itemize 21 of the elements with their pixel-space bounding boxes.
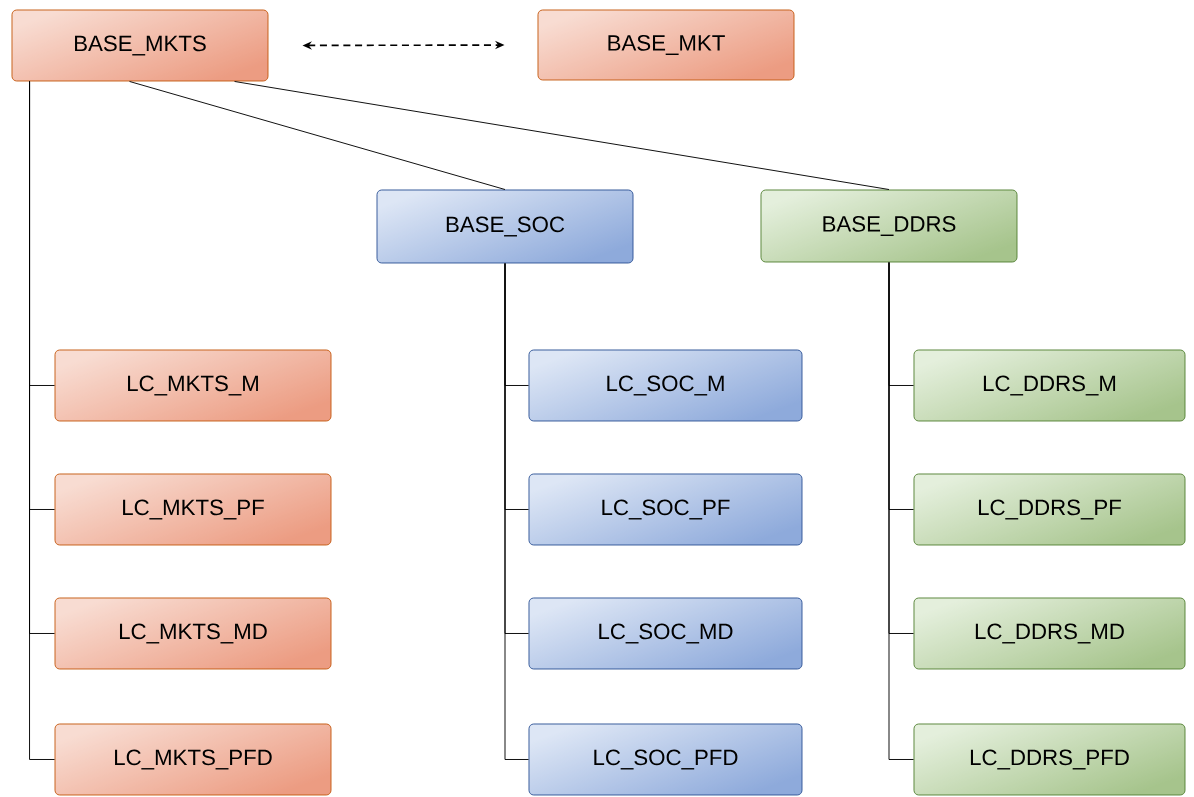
- connector: [129, 81, 506, 190]
- box: LC_MKTS_M: [54, 349, 332, 422]
- box: LC_DDRS_MD: [913, 597, 1186, 670]
- box: LC_DDRS_M: [913, 349, 1186, 422]
- box: LC_SOC_M: [528, 349, 803, 422]
- connector: [504, 263, 529, 760]
- box: LC_MKTS_PFD: [54, 723, 332, 796]
- box: LC_MKTS_PF: [54, 473, 332, 546]
- connector: [234, 81, 890, 190]
- box: BASE_SOC: [376, 189, 634, 264]
- box: LC_SOC_PF: [528, 473, 803, 546]
- box: LC_SOC_MD: [528, 597, 803, 670]
- box: LC_DDRS_PF: [913, 473, 1186, 546]
- box: BASE_DDRS: [760, 189, 1018, 263]
- connector: [888, 262, 914, 760]
- box: BASE_MKTS: [11, 9, 269, 82]
- box: LC_MKTS_MD: [54, 597, 332, 670]
- box: LC_SOC_PFD: [528, 723, 803, 796]
- box: LC_DDRS_PFD: [913, 723, 1186, 796]
- connector: [29, 81, 55, 760]
- box: BASE_MKT: [537, 9, 795, 81]
